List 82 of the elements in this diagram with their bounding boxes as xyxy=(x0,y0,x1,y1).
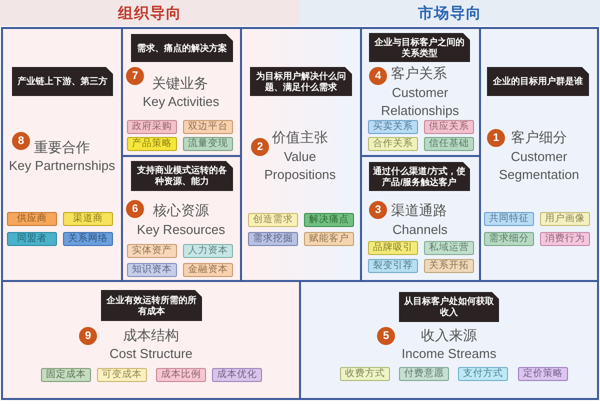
callout-label: 从目标客户处如何获取收入 xyxy=(399,292,499,322)
canvas-block xyxy=(1,280,301,400)
keyword-tag: 实体资产 xyxy=(127,244,177,258)
keyword-tag: 解决痛点 xyxy=(304,213,354,227)
keyword-tag: 成本优化 xyxy=(212,368,262,382)
callout-label: 企业与目标客户之间的关系类型 xyxy=(369,33,470,62)
block-subtitle: Key Partnernships xyxy=(8,157,116,175)
keyword-tag: 收费方式 xyxy=(340,367,390,381)
block-title: 关键业务 xyxy=(152,75,208,92)
block-title: 重要合作 xyxy=(34,139,90,156)
block-title: 价值主张 xyxy=(272,129,328,146)
callout-label: 为目标用户解决什么问题、满足什么需求 xyxy=(250,67,352,96)
canvas-block xyxy=(240,27,362,282)
number-badge: 3 xyxy=(369,201,387,219)
callout-label: 产业链上下游、第三方 xyxy=(12,67,113,96)
block-subtitle: Channels xyxy=(392,221,448,239)
callout-label: 企业的目标用户群是谁 xyxy=(487,67,589,96)
canvas-block xyxy=(360,155,481,282)
keyword-tag: 共同特征 xyxy=(484,212,534,226)
canvas-block xyxy=(360,27,481,157)
block-title: 核心资源 xyxy=(153,202,209,219)
keyword-tag: 流量变现 xyxy=(183,137,233,151)
callout-label: 支持商业模式运转的各种资源、能力 xyxy=(131,161,233,191)
keyword-tag: 知识资本 xyxy=(127,263,177,277)
keyword-tag: 裂变引荐 xyxy=(368,259,418,273)
keyword-tag: 可变成本 xyxy=(97,368,147,382)
block-title: 客户细分 xyxy=(511,129,567,146)
keyword-tag: 买卖关系 xyxy=(368,120,418,134)
keyword-tag: 同盟者 xyxy=(7,232,57,246)
keyword-tag: 关系开拓 xyxy=(424,259,474,273)
header-band: 组织导向 xyxy=(0,0,300,26)
block-title: 成本结构 xyxy=(123,327,179,344)
block-subtitle: Customer Relationships xyxy=(380,84,460,120)
keyword-tag: 付费意愿 xyxy=(399,367,449,381)
canvas-block xyxy=(1,27,123,282)
keyword-tag: 支付方式 xyxy=(458,367,508,381)
header-band: 市场导向 xyxy=(300,0,600,26)
canvas-block xyxy=(479,27,599,282)
block-subtitle: Income Streams xyxy=(402,345,496,363)
number-badge: 5 xyxy=(377,327,395,345)
number-badge: 4 xyxy=(369,67,387,85)
keyword-tag: 信任基础 xyxy=(424,137,474,151)
keyword-tag: 品牌吸引 xyxy=(368,241,418,255)
keyword-tag: 私域运营 xyxy=(424,241,474,255)
keyword-tag: 金融资本 xyxy=(183,263,233,277)
keyword-tag: 创造需求 xyxy=(248,213,298,227)
block-subtitle: Key Activities xyxy=(142,93,220,111)
block-title: 收入来源 xyxy=(421,327,477,344)
keyword-tag: 成本比例 xyxy=(156,368,206,382)
keyword-tag: 消费行为 xyxy=(540,232,590,246)
keyword-tag: 人力资本 xyxy=(183,244,233,258)
keyword-tag: 产品策略 xyxy=(127,137,177,151)
block-subtitle: Key Resources xyxy=(136,221,226,239)
keyword-tag: 关系网络 xyxy=(63,232,113,246)
block-subtitle: Customer Segmentation xyxy=(498,148,580,184)
number-badge: 8 xyxy=(12,132,30,150)
block-subtitle: Cost Structure xyxy=(109,345,193,363)
keyword-tag: 政府采购 xyxy=(127,120,177,134)
block-title: 客户关系 xyxy=(391,65,447,82)
block-title: 渠道通路 xyxy=(391,202,447,219)
canvas-block xyxy=(121,27,242,157)
canvas-block xyxy=(299,280,599,400)
keyword-tag: 供应关系 xyxy=(424,120,474,134)
keyword-tag: 定价策略 xyxy=(518,367,568,381)
canvas-block xyxy=(121,155,242,282)
number-badge: 6 xyxy=(126,200,144,218)
keyword-tag: 渠道商 xyxy=(63,212,113,226)
keyword-tag: 需求细分 xyxy=(484,232,534,246)
callout-label: 通过什么渠道/方式，使产品/服务触达客户 xyxy=(369,162,470,191)
keyword-tag: 用户画像 xyxy=(540,212,590,226)
keyword-tag: 赋能客户 xyxy=(304,232,354,246)
keyword-tag: 固定成本 xyxy=(41,368,91,382)
number-badge: 2 xyxy=(251,138,269,156)
keyword-tag: 需求挖掘 xyxy=(248,232,298,246)
keyword-tag: 供应商 xyxy=(7,212,57,226)
number-badge: 7 xyxy=(126,67,144,85)
callout-label: 企业有效运转所需的所有成本 xyxy=(101,290,202,321)
keyword-tag: 合作关系 xyxy=(368,137,418,151)
number-badge: 9 xyxy=(79,327,97,345)
keyword-tag: 双边平台 xyxy=(183,120,233,134)
callout-label: 需求、痛点的解决方案 xyxy=(131,34,233,62)
number-badge: 1 xyxy=(487,129,505,147)
